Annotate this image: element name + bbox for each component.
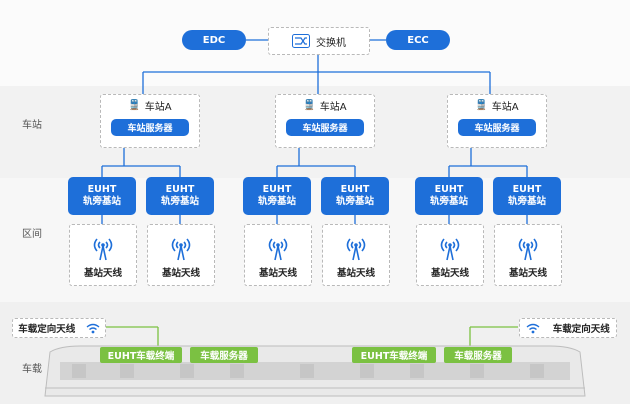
station-name: 车站A xyxy=(144,101,172,113)
station-server: 车站服务器 xyxy=(111,119,189,136)
train-icon: 🚆 xyxy=(128,99,141,111)
base-antenna: 基站天线 xyxy=(322,224,390,286)
antenna-label: 基站天线 xyxy=(430,268,469,279)
station-name: 车站A xyxy=(319,101,347,113)
vehicle-server-right: 车载服务器 xyxy=(444,347,512,363)
antenna-label: 基站天线 xyxy=(508,268,547,279)
euht-vehicle-terminal-right: EUHT车载终端 xyxy=(352,347,436,363)
switch-label: 交换机 xyxy=(316,37,346,49)
station-name: 车站A xyxy=(491,101,519,113)
wifi-icon xyxy=(86,323,100,333)
antenna-label: 基站天线 xyxy=(258,268,297,279)
station-server: 车站服务器 xyxy=(458,119,536,136)
ecc-label: ECC xyxy=(407,34,429,46)
station-server: 车站服务器 xyxy=(286,119,364,136)
zone-label-vehicle: 车载 xyxy=(22,364,42,375)
train-antenna-label: 车载定向天线 xyxy=(18,324,76,335)
station-node-3: 🚆车站A 车站服务器 xyxy=(447,94,547,148)
base-antenna: 基站天线 xyxy=(244,224,312,286)
antenna-icon xyxy=(268,238,288,261)
antenna-icon xyxy=(518,238,538,261)
train-icon: 🚆 xyxy=(475,99,488,111)
ecc-box: ECC xyxy=(386,30,450,50)
base-antenna: 基站天线 xyxy=(416,224,484,286)
train-antenna-left: 车载定向天线 xyxy=(12,318,106,338)
antenna-label: 基站天线 xyxy=(336,268,375,279)
antenna-label: 基站天线 xyxy=(83,268,122,279)
switch-icon xyxy=(292,34,310,48)
station-node-2: 🚆车站A 车站服务器 xyxy=(275,94,375,148)
train-antenna-right: 车载定向天线 xyxy=(519,318,617,338)
zone-label-section: 区间 xyxy=(22,229,42,240)
train-illustration xyxy=(44,345,586,397)
edc-label: EDC xyxy=(202,34,226,46)
antenna-icon xyxy=(346,238,366,261)
antenna-icon xyxy=(171,238,191,261)
antenna-icon xyxy=(93,238,113,261)
zone-label-station: 车站 xyxy=(22,120,42,131)
wifi-icon xyxy=(526,323,540,333)
euht-vehicle-terminal-left: EUHT车载终端 xyxy=(100,347,182,363)
antenna-icon xyxy=(440,238,460,261)
base-antenna: 基站天线 xyxy=(147,224,215,286)
edc-box: EDC xyxy=(182,30,246,50)
base-antenna: 基站天线 xyxy=(494,224,562,286)
station-node-1: 🚆车站A 车站服务器 xyxy=(100,94,200,148)
train-icon: 🚆 xyxy=(303,99,316,111)
vehicle-server-left: 车载服务器 xyxy=(190,347,258,363)
base-antenna: 基站天线 xyxy=(69,224,137,286)
antenna-label: 基站天线 xyxy=(161,268,200,279)
train-antenna-label: 车载定向天线 xyxy=(552,324,610,335)
switch-box: 交换机 xyxy=(268,27,370,55)
